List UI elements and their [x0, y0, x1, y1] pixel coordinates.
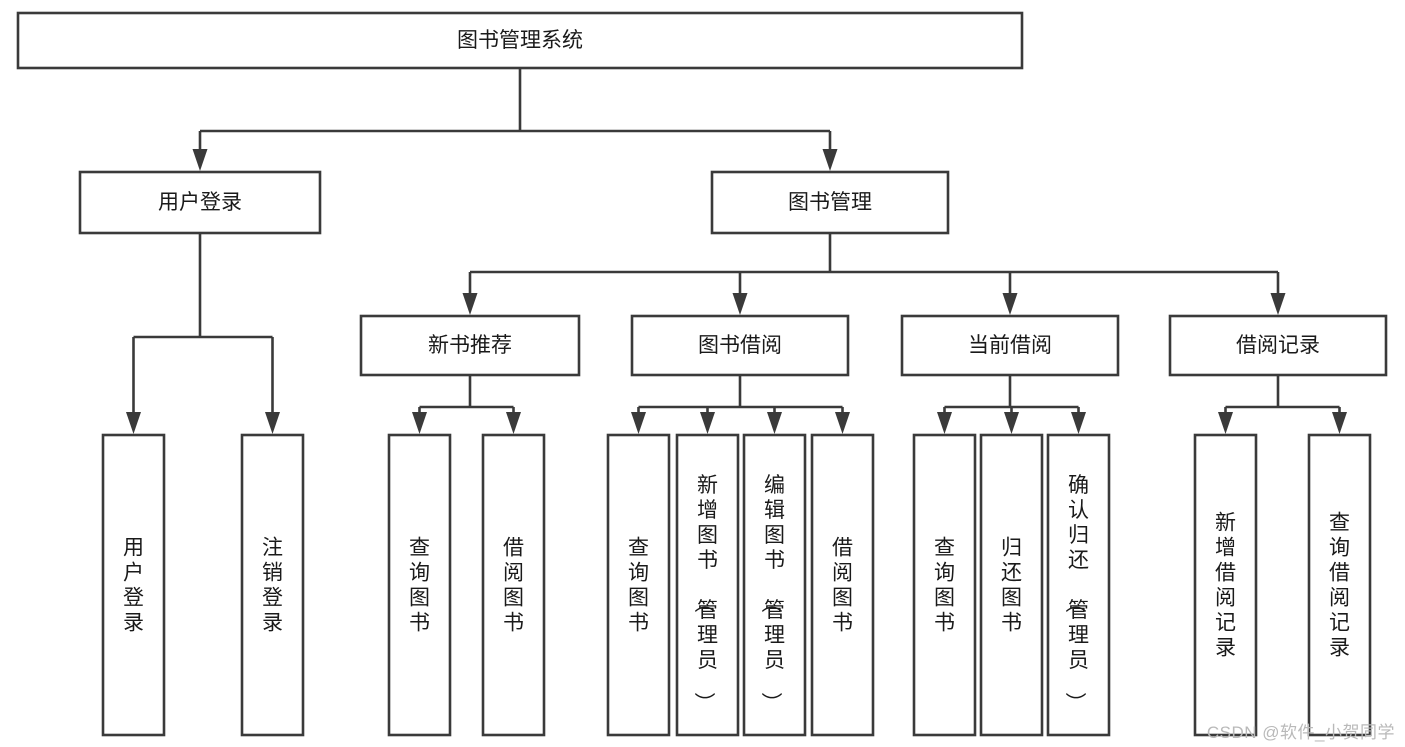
node-box [1168, 314, 1388, 377]
node-leaf-add-book[interactable]: 新增图书（管理员） [675, 433, 740, 737]
node-borrow-record[interactable]: 借阅记录 [1168, 314, 1388, 377]
node-label: 用户登录 [158, 191, 242, 214]
node-box [912, 433, 977, 737]
node-label: 确认归还（管理员） [1063, 474, 1089, 713]
node-box [979, 433, 1044, 737]
node-label: 图书借阅 [698, 334, 782, 357]
arrow-head-icon [835, 412, 850, 434]
node-box [78, 170, 322, 235]
node-label: 新增图书（管理员） [692, 474, 718, 713]
node-label: 借阅图书 [832, 537, 853, 635]
node-leaf-add-record[interactable]: 新增借阅记录 [1193, 433, 1258, 737]
node-label: 图书管理系统 [457, 29, 583, 52]
node-user-login[interactable]: 用户登录 [78, 170, 322, 235]
node-leaf-logout[interactable]: 注销登录 [240, 433, 305, 737]
arrow-head-icon [1002, 293, 1018, 315]
arrow-head-icon [462, 293, 478, 315]
node-box [101, 433, 166, 737]
node-leaf-user-login[interactable]: 用户登录 [101, 433, 166, 737]
node-box [630, 314, 850, 377]
node-box [240, 433, 305, 737]
node-leaf-borrow-book-2[interactable]: 借阅图书 [810, 433, 875, 737]
node-layer: 图书管理系统用户登录图书管理新书推荐图书借阅当前借阅借阅记录用户登录注销登录查询… [16, 11, 1388, 737]
node-box [810, 433, 875, 737]
arrow-head-icon [767, 412, 782, 434]
arrow-head-icon [126, 412, 141, 434]
arrow-head-icon [506, 412, 521, 434]
node-book-borrow[interactable]: 图书借阅 [630, 314, 850, 377]
node-label: 查询借阅记录 [1329, 512, 1350, 660]
node-root[interactable]: 图书管理系统 [16, 11, 1024, 70]
node-leaf-borrow-book-1[interactable]: 借阅图书 [481, 433, 546, 737]
node-leaf-query-book-1[interactable]: 查询图书 [387, 433, 452, 737]
arrow-head-icon [937, 412, 952, 434]
node-label: 查询图书 [409, 537, 430, 635]
connector-layer [126, 68, 1347, 434]
node-label: 借阅记录 [1236, 334, 1320, 357]
arrow-head-icon [1332, 412, 1347, 434]
node-box [387, 433, 452, 737]
arrow-head-icon [412, 412, 427, 434]
arrow-head-icon [822, 149, 838, 171]
node-label: 查询图书 [934, 537, 955, 635]
node-label: 新书推荐 [428, 334, 512, 357]
node-current-borrow[interactable]: 当前借阅 [900, 314, 1120, 377]
node-label: 用户登录 [123, 537, 144, 635]
arrow-head-icon [1218, 412, 1233, 434]
arrow-head-icon [732, 293, 748, 315]
node-box [675, 433, 740, 737]
node-new-book-rec[interactable]: 新书推荐 [359, 314, 581, 377]
arrow-head-icon [700, 412, 715, 434]
node-leaf-query-book-3[interactable]: 查询图书 [912, 433, 977, 737]
arrow-head-icon [192, 149, 208, 171]
arrow-head-icon [265, 412, 280, 434]
node-label: 图书管理 [788, 191, 872, 214]
node-box [1307, 433, 1372, 737]
node-label: 注销登录 [262, 537, 283, 635]
node-box [16, 11, 1024, 70]
node-box [1046, 433, 1111, 737]
node-label: 查询图书 [628, 537, 649, 635]
node-book-manage[interactable]: 图书管理 [710, 170, 950, 235]
arrow-head-icon [1071, 412, 1086, 434]
node-box [710, 170, 950, 235]
arrow-head-icon [1004, 412, 1019, 434]
node-box [900, 314, 1120, 377]
node-box [742, 433, 807, 737]
node-box [606, 433, 671, 737]
arrow-head-icon [1270, 293, 1286, 315]
node-box [481, 433, 546, 737]
node-leaf-confirm-return[interactable]: 确认归还（管理员） [1046, 433, 1111, 737]
node-box [359, 314, 581, 377]
node-label: 借阅图书 [503, 537, 524, 635]
node-label: 新增借阅记录 [1215, 512, 1236, 660]
node-label: 归还图书 [1001, 537, 1022, 635]
node-box [1193, 433, 1258, 737]
node-leaf-edit-book[interactable]: 编辑图书（管理员） [742, 433, 807, 737]
arrow-head-icon [631, 412, 646, 434]
node-label: 编辑图书（管理员） [759, 474, 785, 713]
node-leaf-query-record[interactable]: 查询借阅记录 [1307, 433, 1372, 737]
watermark-text: CSDN @软件_小贺同学 [1206, 723, 1395, 742]
node-leaf-query-book-2[interactable]: 查询图书 [606, 433, 671, 737]
node-leaf-return-book[interactable]: 归还图书 [979, 433, 1044, 737]
node-label: 当前借阅 [968, 334, 1052, 357]
